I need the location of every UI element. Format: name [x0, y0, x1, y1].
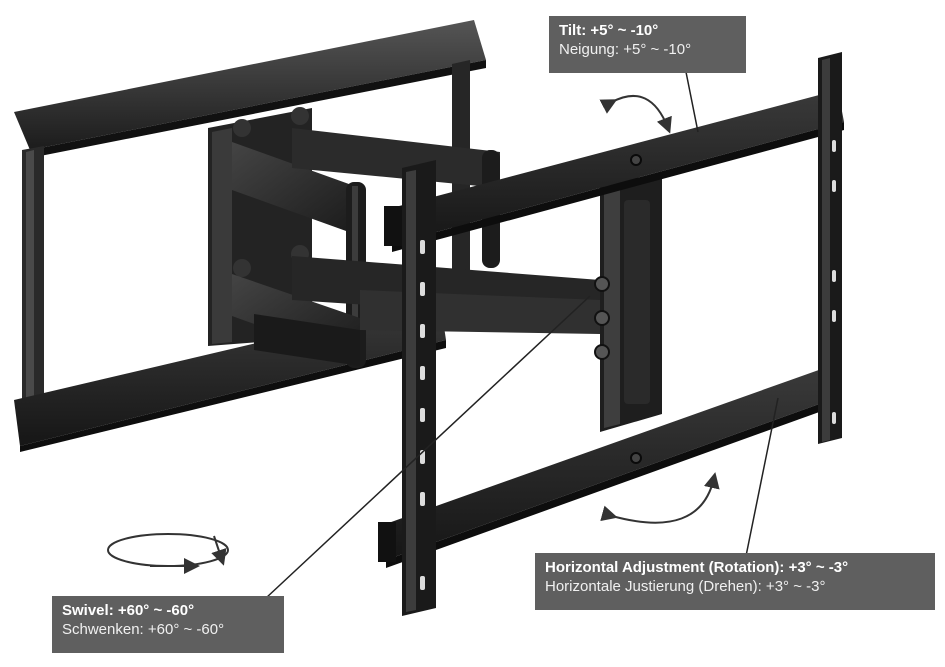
tilt-arrow-icon	[599, 94, 672, 134]
rotation-arrow-icon	[600, 472, 720, 524]
tilt-title: Tilt: +5° ~ -10°	[559, 22, 659, 39]
tilt-callout: Tilt: +5° ~ -10° Neigung: +5° ~ -10°	[549, 16, 746, 73]
swivel-callout: Swivel: +60° ~ -60° Schwenken: +60° ~ -6…	[52, 596, 284, 653]
tilt-leader-line	[685, 71, 699, 133]
swivel-leader-line	[265, 295, 591, 599]
swivel-title: Swivel: +60° ~ -60°	[62, 602, 195, 619]
horizontal-leader-line	[745, 397, 779, 557]
swivel-subtitle: Schwenken: +60° ~ -60°	[62, 620, 225, 638]
horizontal-title: Horizontal Adjustment (Rotation): +3° ~ …	[545, 559, 849, 576]
horizontal-callout: Horizontal Adjustment (Rotation): +3° ~ …	[535, 553, 935, 610]
swivel-arms	[232, 128, 600, 368]
swivel-ellipse-arrow-icon	[107, 533, 229, 574]
horizontal-subtitle: Horizontale Justierung (Drehen): +3° ~ -…	[545, 577, 826, 595]
tilt-head	[594, 176, 662, 432]
wall-plate	[14, 20, 486, 452]
tilt-subtitle: Neigung: +5° ~ -10°	[559, 40, 692, 58]
